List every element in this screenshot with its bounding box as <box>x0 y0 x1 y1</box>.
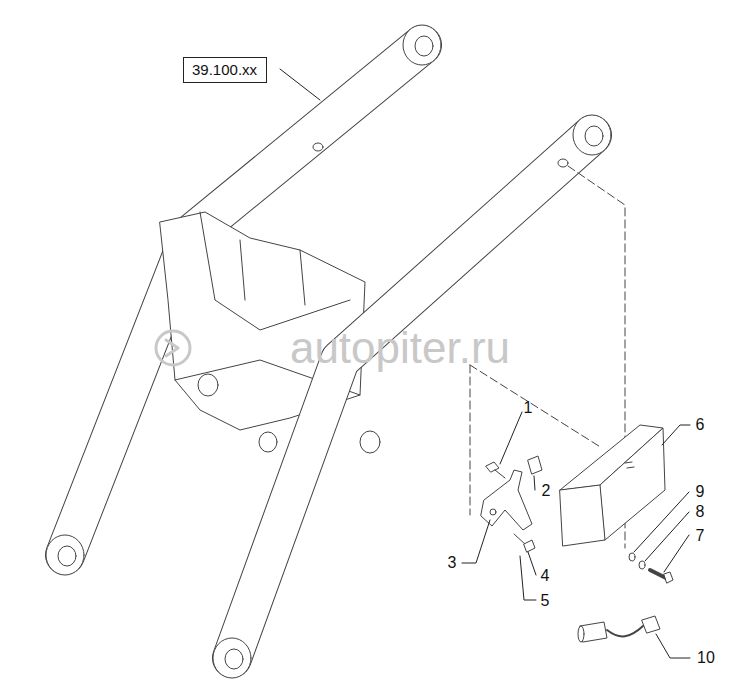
callout-number: 5 <box>541 593 550 609</box>
leader-line <box>534 476 535 490</box>
pivot <box>46 535 84 575</box>
bolt <box>486 462 499 472</box>
leader-line <box>520 556 536 600</box>
hole <box>360 431 380 453</box>
block <box>528 456 542 474</box>
leader-line <box>528 552 536 575</box>
housing <box>600 428 665 540</box>
leader-line <box>462 520 490 563</box>
callout-number: 3 <box>448 555 457 571</box>
bolt <box>524 540 535 552</box>
callout-number: 4 <box>541 568 550 584</box>
hole <box>313 143 323 151</box>
callout-number: 2 <box>542 483 551 499</box>
pivot <box>403 25 441 65</box>
leader-line <box>500 412 522 464</box>
pivot-hole <box>58 546 76 566</box>
arm-fill <box>232 135 592 658</box>
arm-outline <box>65 45 422 555</box>
bolt <box>495 470 505 478</box>
leader-line <box>280 69 320 100</box>
leader-line <box>662 425 690 445</box>
hole <box>490 509 496 515</box>
leader-line <box>645 512 689 561</box>
callout-number: 10 <box>697 650 715 666</box>
washer <box>629 553 635 561</box>
arm-outline <box>232 135 592 658</box>
callout-number: 8 <box>696 504 705 520</box>
leader-line <box>664 535 689 572</box>
pivot-hole <box>225 649 243 669</box>
hole <box>198 374 218 396</box>
hole <box>259 432 277 452</box>
sensor <box>578 626 584 642</box>
callout-number: 7 <box>696 528 705 544</box>
bracket <box>481 470 532 530</box>
watermark: autopiter.ru <box>290 326 510 370</box>
arm-fill <box>65 45 422 555</box>
callout-number: 9 <box>696 484 705 500</box>
callout-number: 1 <box>524 400 533 416</box>
callout-number: 6 <box>696 417 705 433</box>
watermark-logo <box>166 340 178 356</box>
washer <box>639 561 645 569</box>
reference-box: 39.100.xx <box>183 57 267 83</box>
connector <box>642 616 660 633</box>
sensor-cable <box>607 626 643 636</box>
bolt <box>664 572 673 583</box>
tube-detail <box>200 212 350 330</box>
reference-code: 39.100.xx <box>192 61 257 79</box>
leader-line <box>656 634 690 658</box>
housing <box>560 485 605 546</box>
hole <box>558 159 568 167</box>
pivot <box>213 638 251 678</box>
pivot <box>573 115 611 155</box>
pivot-hole <box>415 36 433 56</box>
watermark-logo <box>156 331 190 365</box>
housing-slot <box>625 462 634 468</box>
pivot-hole <box>585 126 603 146</box>
